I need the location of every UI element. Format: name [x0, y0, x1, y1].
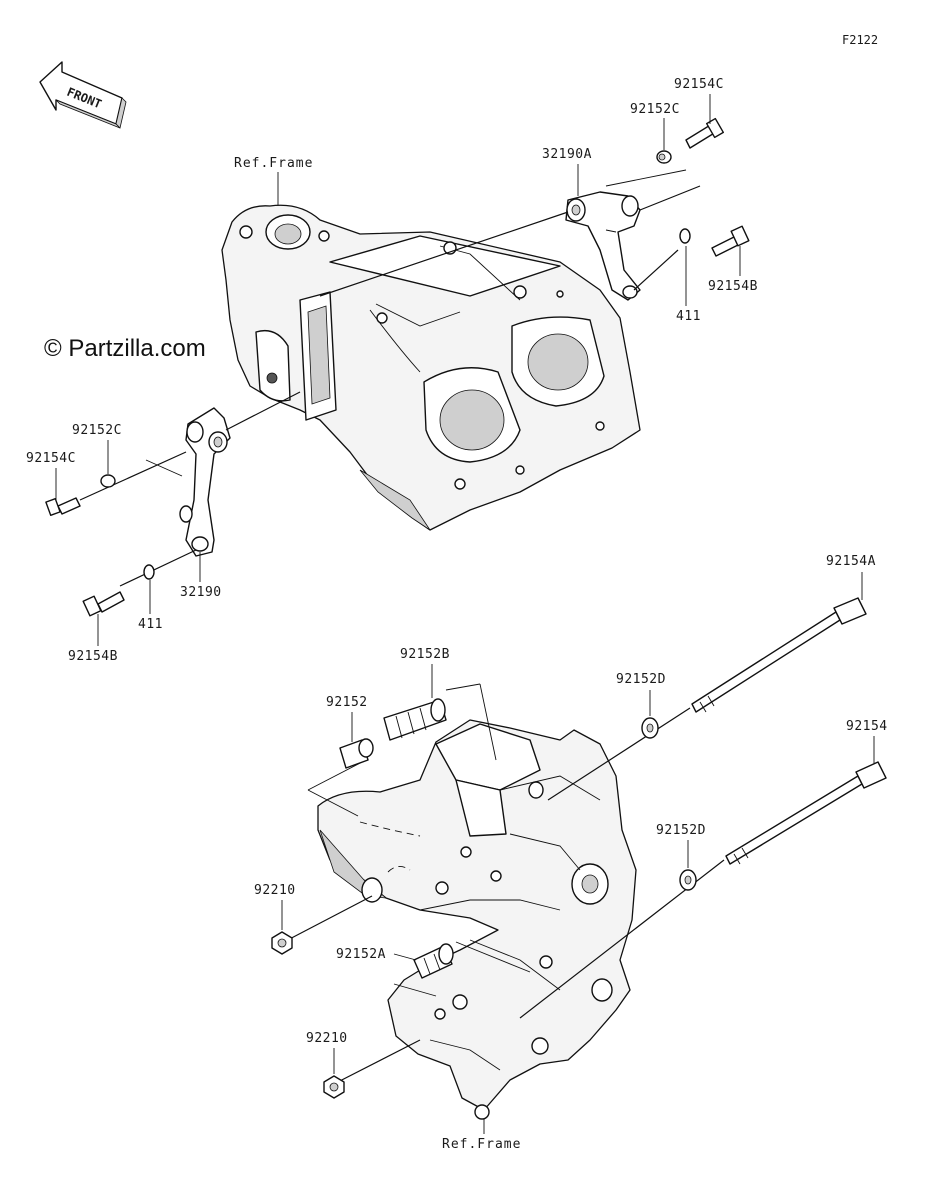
collar-leader-left	[145, 459, 183, 477]
bolt-92154A	[691, 597, 867, 713]
partzilla-watermark: © Partzilla.com	[44, 335, 206, 362]
label-92210-bottom: 92210	[306, 1031, 348, 1046]
label-92152A: 92152A	[336, 947, 386, 962]
label-92152D-top: 92152D	[616, 672, 666, 687]
bolt-92154B-left	[82, 591, 125, 617]
bracket-32190	[179, 407, 231, 557]
label-92152: 92152	[326, 695, 368, 710]
label-92154B-left: 92154B	[68, 649, 118, 664]
bolt-axis-right-b	[633, 249, 679, 291]
collar-guide-4	[479, 683, 497, 761]
collar-92152A	[413, 943, 454, 979]
nut-92210-top	[271, 931, 293, 955]
label-92152D-bottom: 92152D	[656, 823, 706, 838]
label-92210-top: 92210	[254, 883, 296, 898]
bolt-axis-92210-bottom	[329, 1039, 421, 1087]
label-411-left: 411	[138, 617, 163, 632]
bolt-92154B-right	[711, 225, 750, 257]
collar-leader-top	[605, 169, 687, 187]
label-92152C-top: 92152C	[630, 102, 680, 117]
label-411-right: 411	[676, 309, 701, 324]
leader-92152A	[393, 953, 417, 961]
bolt-92154C-top	[685, 117, 725, 149]
collar-guide-5	[455, 941, 531, 973]
hidden-line-1	[359, 821, 421, 837]
ref-frame-bottom-label: Ref.Frame	[442, 1137, 521, 1152]
bracket-32190A	[565, 191, 641, 301]
label-92154A: 92154A	[826, 554, 876, 569]
label-92152B: 92152B	[400, 647, 450, 662]
engine-crankcase	[317, 719, 637, 1120]
collar-92152C-left	[100, 474, 116, 488]
washer-411-left	[143, 564, 155, 580]
collar-guide-3	[445, 683, 481, 691]
label-92154B-right: 92154B	[708, 279, 758, 294]
bolt-axis-92210-top	[279, 895, 373, 945]
label-92154C-top: 92154C	[674, 77, 724, 92]
collar-guide-6	[393, 983, 437, 997]
bolt-axis-left-lower	[119, 549, 197, 587]
bolt-axis-upper-right	[319, 211, 569, 297]
collar-guide-2	[307, 789, 359, 817]
bolt-92154	[725, 761, 887, 865]
bolt-axis-92154A	[547, 707, 691, 801]
bolt-axis-left-collar	[79, 451, 187, 501]
bolt-92154C-left	[45, 497, 81, 516]
bolt-axis-top-collar	[639, 185, 701, 211]
collar-92152	[339, 738, 374, 769]
front-arrow-icon: FRONT	[39, 61, 127, 129]
bolt-axis-left-upper	[225, 391, 301, 431]
label-92152C-left: 92152C	[72, 423, 122, 438]
diagram-code: F2122	[842, 33, 878, 47]
nut-92210-bottom	[323, 1075, 345, 1099]
collar-guide-1	[307, 759, 367, 791]
washer-411-right	[679, 228, 691, 244]
label-32190: 32190	[180, 585, 222, 600]
label-92154C-left: 92154C	[26, 451, 76, 466]
label-92154: 92154	[846, 719, 888, 734]
hidden-line-2	[387, 866, 411, 873]
main-frame-body	[221, 204, 641, 531]
label-32190A: 32190A	[542, 147, 592, 162]
ref-frame-top-label: Ref.Frame	[234, 156, 313, 171]
collar-92152B	[383, 698, 447, 741]
